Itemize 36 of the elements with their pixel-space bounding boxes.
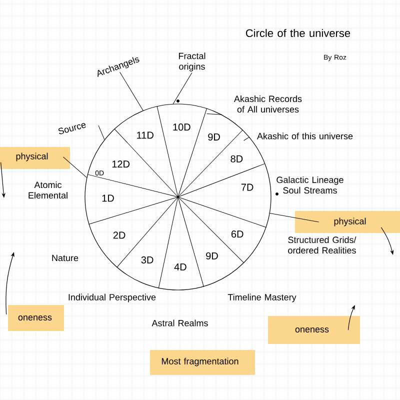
leader-line [62,156,87,178]
segment-label: 8D [230,155,243,162]
handwritten-label: Timeline Mastery [228,294,296,302]
handwritten-label: Structured Grids/ ordered Realities [288,236,356,254]
highlighted-label: physical [295,211,400,233]
segment-label: 9D [208,133,220,141]
leader-line [120,72,144,111]
leader-line [244,136,250,141]
handwritten-label: Galactic Lineage Soul Streams [276,176,344,194]
handwritten-label: Fractal origins [178,52,206,72]
segment-label: 2D [113,232,126,239]
segment-label: 3D [141,256,154,264]
highlighted-label: oneness [8,305,64,331]
leader-line [172,72,192,104]
highlighted-label: Most fragmentation [150,350,255,375]
arrow [348,305,355,330]
segment-label: 1D [102,194,114,202]
handwritten-label: Source [58,123,86,134]
highlighted-label: physical [0,147,70,169]
handwritten-label: Astral Realms [152,320,208,326]
leader-line [270,212,320,222]
segment-label: 4D [174,264,186,270]
title: Circle of the universe [246,28,350,38]
segment-label: 10D [173,124,190,131]
handwritten-label: Individual Perspective [68,294,156,302]
handwritten-label: Akashic of this universe [257,132,353,140]
handwritten-label: Akashic Records of All universes [234,95,302,113]
leader-line [206,114,222,115]
highlighted-label: oneness [268,316,360,344]
segment-label: 7D [241,184,254,191]
segment-label: 6D [231,230,244,238]
segment-label: 12D [112,160,130,168]
segment-label: 9D [206,252,218,260]
handwritten-label: Atomic Elemental [28,181,68,199]
segment-label: 11D [137,132,154,139]
leader-line [98,125,105,140]
